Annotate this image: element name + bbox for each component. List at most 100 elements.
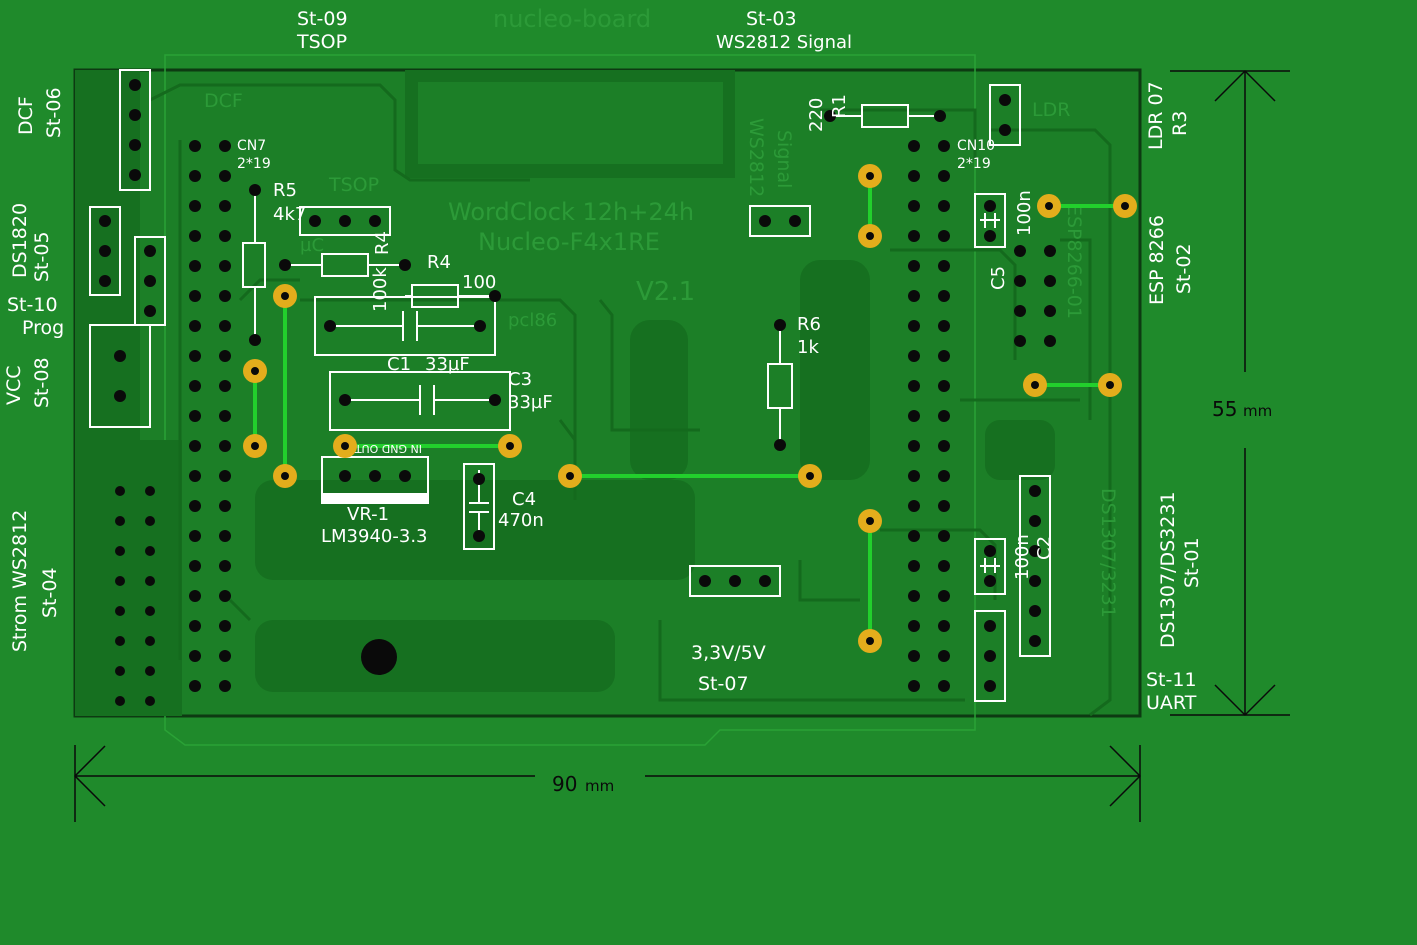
dimension-labels: 90 mm 55 mm bbox=[552, 397, 1272, 796]
st04-pin bbox=[115, 486, 125, 496]
cn7-pin bbox=[219, 260, 231, 272]
st04-pin bbox=[145, 666, 155, 676]
st10-id: St-10 bbox=[7, 294, 58, 316]
edge-labels: DCF St-06 DS1820 St-05 VCC St-08 Strom W… bbox=[3, 81, 1203, 652]
st09-pin bbox=[309, 215, 321, 227]
cn10-pin bbox=[938, 380, 950, 392]
cn10-pin bbox=[938, 260, 950, 272]
st04-pin bbox=[145, 696, 155, 706]
c3-value: 33µF bbox=[508, 392, 553, 413]
uc-copper-label: µC bbox=[300, 235, 324, 256]
via-hole bbox=[1031, 381, 1039, 389]
cn7-pin bbox=[189, 230, 201, 242]
cn10-pin bbox=[938, 320, 950, 332]
st07-id: St-07 bbox=[698, 673, 749, 695]
cn10-pin bbox=[908, 350, 920, 362]
cn10-pin bbox=[908, 530, 920, 542]
st04-pin bbox=[145, 546, 155, 556]
esp-name: ESP 8266 bbox=[1146, 215, 1168, 305]
cn7-pin bbox=[189, 590, 201, 602]
cn10-pin bbox=[908, 380, 920, 392]
r5-value: 4k7 bbox=[273, 204, 306, 225]
cn7-pin bbox=[219, 380, 231, 392]
st10-pin bbox=[144, 245, 156, 257]
c5-value: 100n bbox=[1014, 190, 1035, 236]
st05-outline bbox=[89, 206, 121, 296]
cn10-pin bbox=[938, 650, 950, 662]
cn7-pin bbox=[219, 230, 231, 242]
cn7-pin bbox=[189, 200, 201, 212]
c5-pin bbox=[984, 200, 996, 212]
st04-pin bbox=[145, 606, 155, 616]
via-hole bbox=[866, 232, 874, 240]
st05-pin bbox=[99, 245, 111, 257]
cn7-pin bbox=[219, 530, 231, 542]
c4-pin bbox=[473, 530, 485, 542]
st06-outline bbox=[119, 69, 151, 191]
st04-name: Strom WS2812 bbox=[9, 510, 31, 652]
version-label: V2.1 bbox=[636, 277, 695, 307]
cn7-pin bbox=[219, 290, 231, 302]
cn10-pin bbox=[938, 140, 950, 152]
cn10-pin bbox=[908, 320, 920, 332]
nucleo-outline bbox=[164, 54, 976, 746]
st04-pin bbox=[115, 636, 125, 646]
via-hole bbox=[566, 472, 574, 480]
height-value: 55 bbox=[1212, 397, 1237, 421]
cn10-pin bbox=[908, 560, 920, 572]
r5-pin bbox=[249, 334, 261, 346]
st03-outline bbox=[749, 205, 811, 237]
ds-pin bbox=[1029, 485, 1041, 497]
st08-pin bbox=[114, 350, 126, 362]
cn10-pin bbox=[938, 560, 950, 572]
c5-pin bbox=[984, 230, 996, 242]
cn10-pin bbox=[938, 350, 950, 362]
ds-copper-label: DS1307/3231 bbox=[1097, 488, 1119, 618]
c5-name: C5 bbox=[988, 266, 1009, 290]
height-unit: mm bbox=[1243, 402, 1272, 420]
ds-outline bbox=[1019, 475, 1051, 657]
st09-name: TSOP bbox=[296, 31, 347, 53]
silkscreen-labels: St-09 TSOP St-03 WS2812 Signal CN7 2*19 … bbox=[7, 8, 1197, 714]
via-hole bbox=[251, 442, 259, 450]
esp-id: St-02 bbox=[1173, 243, 1195, 294]
via-hole bbox=[866, 172, 874, 180]
cn10-pin bbox=[908, 500, 920, 512]
st07-pin bbox=[759, 575, 771, 587]
cn10-pin bbox=[908, 620, 920, 632]
st04-id: St-04 bbox=[39, 567, 61, 618]
st04-pin bbox=[115, 576, 125, 586]
cn10-pin bbox=[908, 260, 920, 272]
vr1-tab bbox=[321, 493, 429, 504]
r6-value: 1k bbox=[797, 337, 819, 358]
cn7-pin bbox=[189, 350, 201, 362]
st07-pin bbox=[729, 575, 741, 587]
cn10-pin bbox=[938, 680, 950, 692]
vr1-pins: IN GND OUT bbox=[355, 442, 422, 455]
st08-id: St-08 bbox=[31, 357, 53, 408]
ldr07-id: LDR 07 bbox=[1145, 81, 1167, 150]
st08-name: VCC bbox=[3, 365, 25, 405]
via-hole bbox=[281, 292, 289, 300]
st09-outline bbox=[299, 206, 391, 236]
st10-pin bbox=[144, 305, 156, 317]
st07-outline bbox=[689, 565, 781, 597]
cn10-pin bbox=[908, 650, 920, 662]
esp-pin bbox=[1014, 305, 1026, 317]
cn10-pin bbox=[908, 410, 920, 422]
cn10-pin bbox=[938, 620, 950, 632]
c5-outline bbox=[974, 193, 1006, 248]
pcl86-copper-label: pcl86 bbox=[508, 310, 557, 331]
cn10-pin bbox=[938, 530, 950, 542]
st11-id: St-11 bbox=[1146, 669, 1197, 691]
cn7-pin bbox=[219, 410, 231, 422]
cn7-pin bbox=[189, 410, 201, 422]
cn10-pin bbox=[938, 410, 950, 422]
mounting-hole bbox=[361, 639, 397, 675]
cn10-pins: 2*19 bbox=[957, 156, 991, 172]
cn7-pin bbox=[219, 350, 231, 362]
cn7-pin bbox=[219, 560, 231, 572]
vr1-pin bbox=[399, 470, 411, 482]
st08-pin bbox=[114, 390, 126, 402]
